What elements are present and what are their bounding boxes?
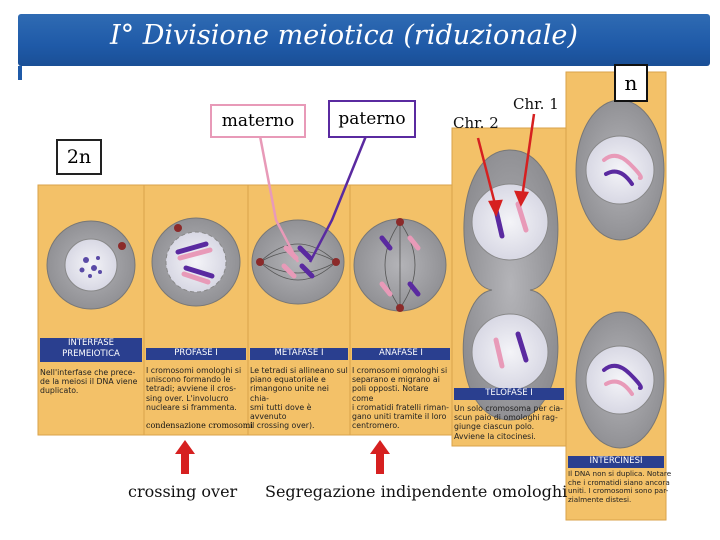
label-segregazione: Segregazione indipendente omologhi <box>265 482 567 501</box>
label-n: n <box>614 64 648 102</box>
panel-label-interfase: INTERFASE PREMEIOTICA <box>40 338 142 362</box>
label-materno-text: materno <box>222 111 294 131</box>
panel-text-intercinesi: Il DNA non si duplica. Notare che i crom… <box>568 470 672 504</box>
nucleus-profase <box>166 232 226 292</box>
arrow-segregazione <box>370 440 390 474</box>
label-chr1: Chr. 1 <box>513 95 559 113</box>
arrow-crossing-over <box>175 440 195 474</box>
pole-anafase-bottom <box>396 304 404 312</box>
pole-anafase-top <box>396 218 404 226</box>
centrosome-interfase <box>118 242 126 250</box>
panel-text-anafase: I cromosomi omologhi si separano e migra… <box>352 366 452 430</box>
panel-text-profase: I cromosomi omologhi si uniscono formand… <box>146 366 248 412</box>
nucleus-telofase-top <box>472 184 548 260</box>
label-paterno: paterno <box>328 100 416 138</box>
pole-metafase-left <box>256 258 264 266</box>
nucleus-intercinesi-bottom <box>586 346 654 414</box>
label-2n: 2n <box>56 139 102 175</box>
pole-metafase-right <box>332 258 340 266</box>
label-materno: materno <box>210 104 306 138</box>
panel-label-profase: PROFASE I <box>146 348 246 360</box>
panel-text-metafase: Le tetradi si allineano sul piano equato… <box>250 366 350 430</box>
label-paterno-text: paterno <box>338 109 405 129</box>
panel-label-telofase: TELOFASE I <box>454 388 564 400</box>
label-n-text: n <box>625 71 638 95</box>
panel-text-interfase: Nell'interfase che prece- de la meiosi i… <box>40 368 144 396</box>
panel-label-anafase: ANAFASE I <box>352 348 450 360</box>
nucleus-telofase-bottom <box>472 314 548 390</box>
panel-label-metafase: METAFASE I <box>250 348 348 360</box>
label-chr2: Chr. 2 <box>453 114 499 132</box>
label-condensazione: condensazione cromosomi <box>146 421 253 430</box>
panel-label-intercinesi: INTERCINESI <box>568 456 664 468</box>
centrosome-profase <box>174 224 182 232</box>
nucleus-interfase <box>65 239 117 291</box>
panel-text-telofase: Un solo cromosoma per cia- scun paio di … <box>454 404 566 441</box>
nucleus-intercinesi-top <box>586 136 654 204</box>
label-2n-text: 2n <box>67 146 91 168</box>
label-crossing-over: crossing over <box>128 482 237 501</box>
